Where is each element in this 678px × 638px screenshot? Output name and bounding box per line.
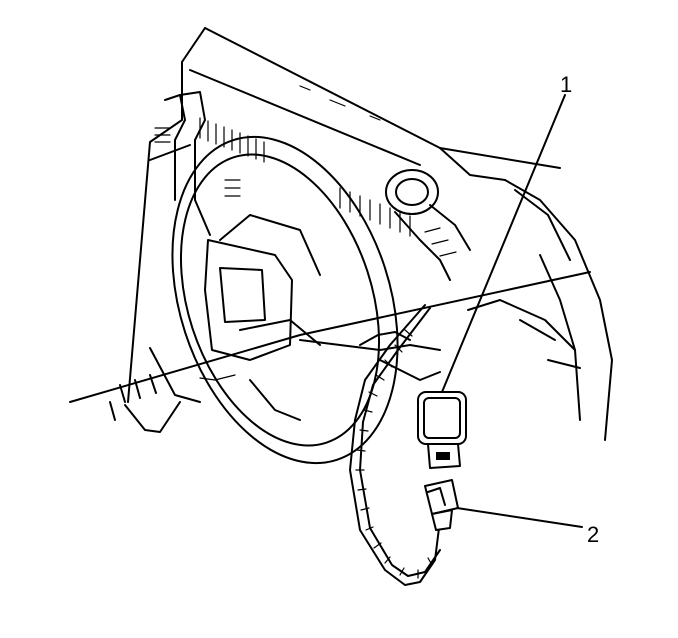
leader-line-2 [456, 507, 583, 528]
lower-crossmember [69, 271, 591, 433]
sensor-module [417, 391, 467, 469]
cooling-fan [171, 135, 399, 465]
mounting-bracket [149, 91, 293, 361]
body-outline [127, 27, 613, 441]
leader-lines [441, 94, 583, 528]
callout-1: 1 [560, 72, 572, 97]
radiator-fins [154, 117, 411, 237]
electrical-connector [424, 479, 459, 531]
callout-2: 2 [587, 522, 599, 547]
leader-line-1 [441, 94, 566, 393]
wire-harness [349, 304, 441, 586]
radiator-hose [385, 169, 471, 281]
